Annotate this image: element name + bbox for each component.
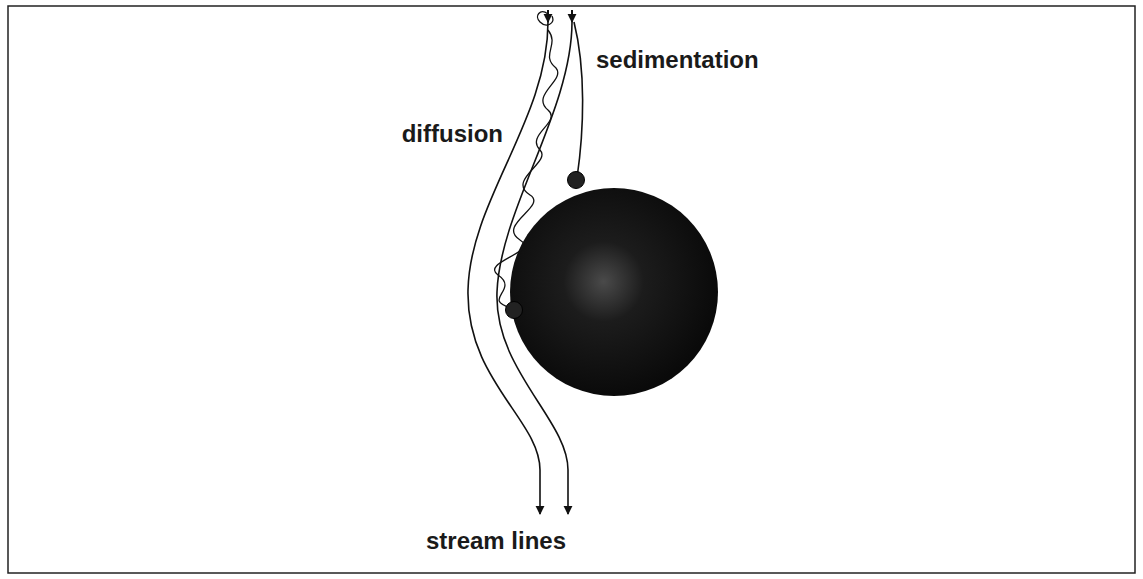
stream-arrow <box>547 10 549 22</box>
label: diffusion <box>400 121 505 147</box>
stream-line <box>468 22 548 514</box>
sedimentation-path <box>574 22 583 178</box>
frame <box>8 6 1135 573</box>
stream-line <box>497 22 572 514</box>
collector-sphere <box>510 188 718 396</box>
label: sedimentation <box>594 47 761 73</box>
diffusion-path <box>495 12 558 308</box>
stream-arrow <box>571 10 573 22</box>
particle <box>506 302 523 319</box>
particle <box>568 172 585 189</box>
label: stream lines <box>424 528 568 554</box>
